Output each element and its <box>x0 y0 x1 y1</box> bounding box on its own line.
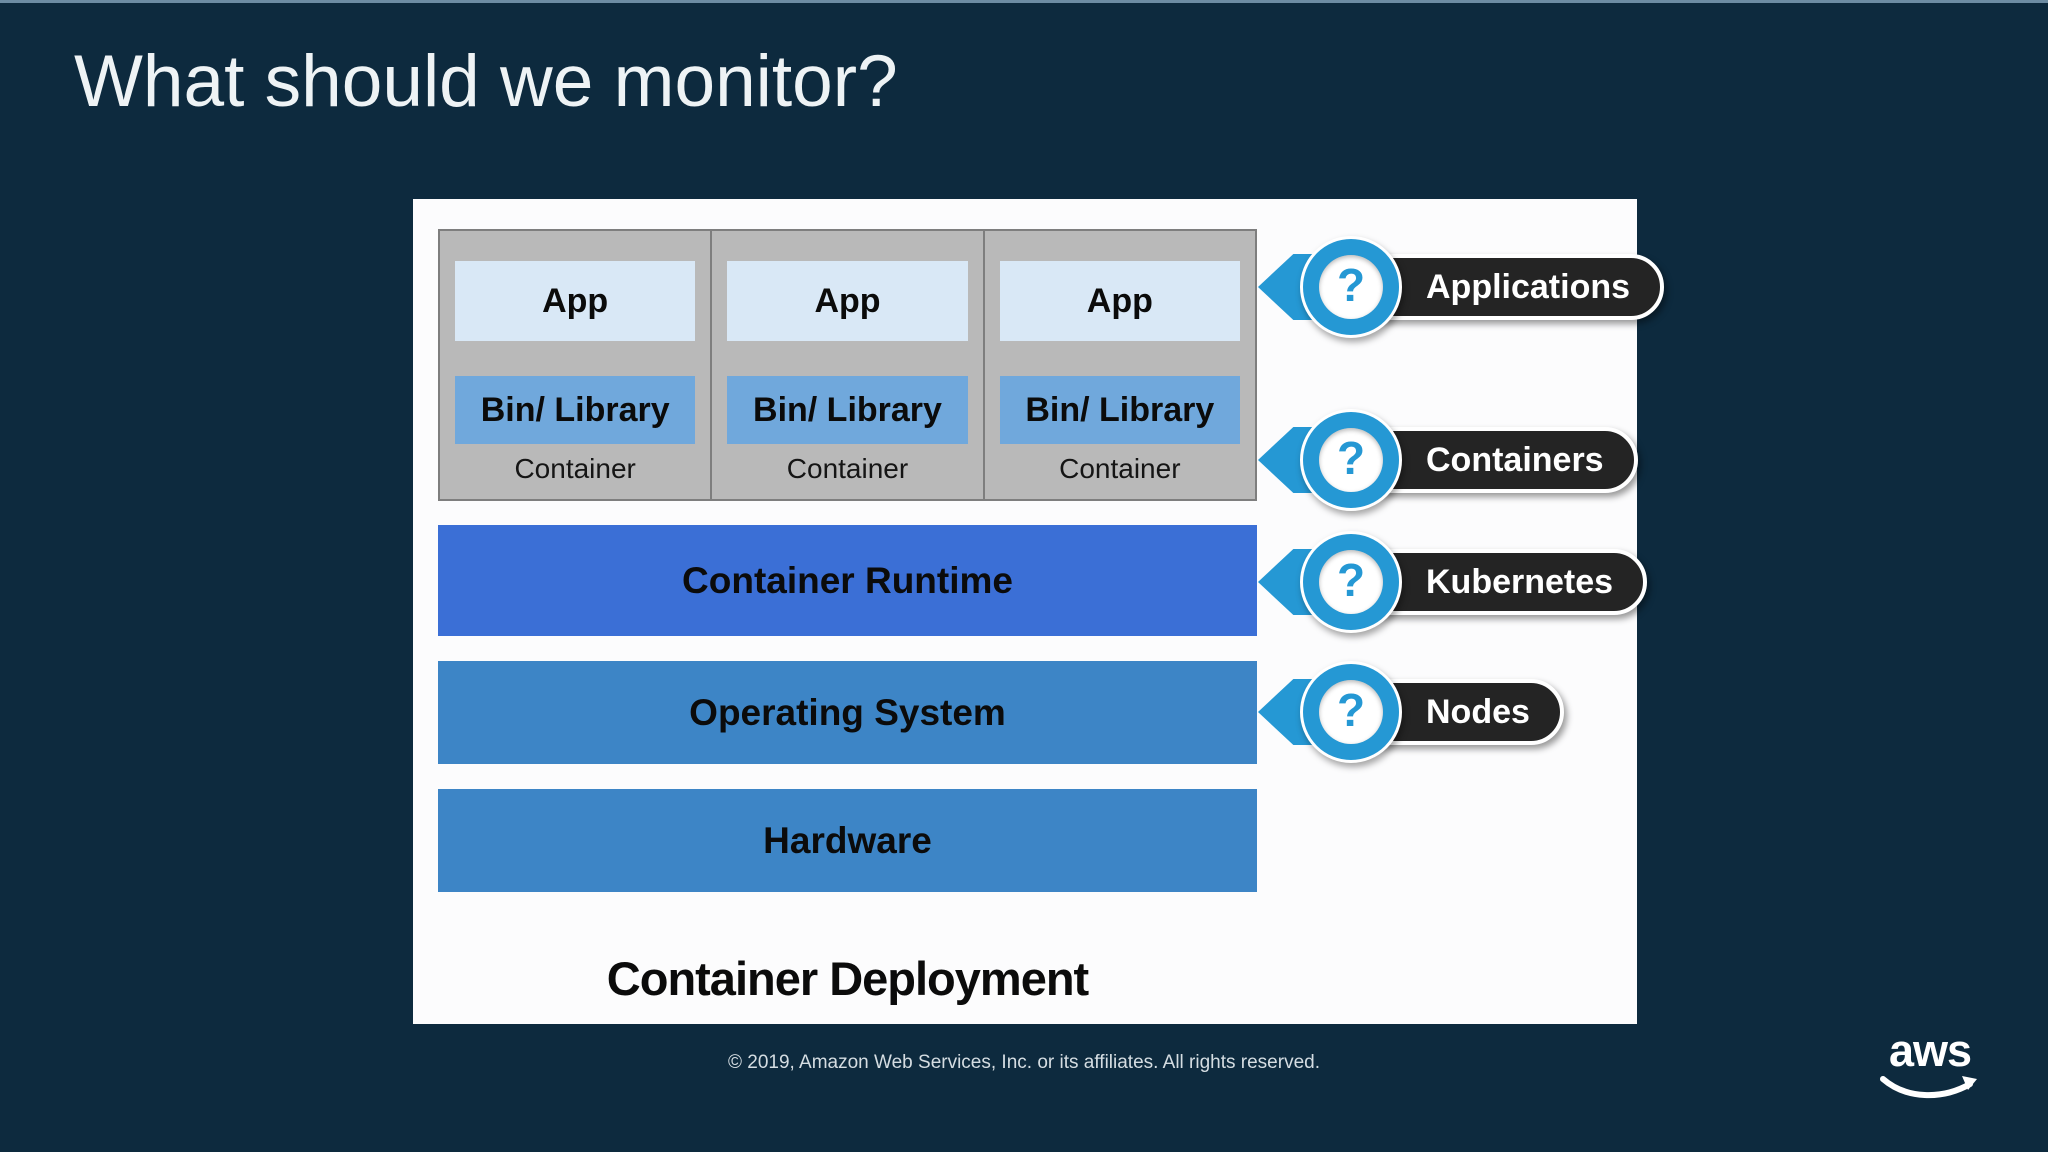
question-mark-icon: ? <box>1300 531 1402 633</box>
app-box: App <box>727 261 968 341</box>
question-mark-glyph: ? <box>1336 684 1366 736</box>
diagram-caption: Container Deployment <box>606 952 1089 1005</box>
question-mark-inner: ? <box>1319 428 1383 492</box>
aws-logo-text: aws <box>1888 1025 1972 1076</box>
container-column-1: App Bin/ Library Container <box>440 231 713 499</box>
question-mark-icon: ? <box>1300 409 1402 511</box>
callout-nodes: ? Nodes <box>1258 660 1564 764</box>
container-column-2: App Bin/ Library Container <box>712 231 985 499</box>
callout-pill: Applications <box>1348 254 1665 320</box>
copyright-text: © 2019, Amazon Web Services, Inc. or its… <box>727 1052 1320 1073</box>
callout-kubernetes: ? Kubernetes <box>1258 530 1648 634</box>
aws-smile-icon <box>1880 1076 1977 1098</box>
callout-containers: ? Containers <box>1258 408 1638 512</box>
question-mark-glyph: ? <box>1336 432 1366 484</box>
callout-label: Kubernetes <box>1426 562 1614 601</box>
container-caption: Container <box>1059 453 1181 484</box>
bin-library-box: Bin/ Library <box>999 376 1240 444</box>
bin-library-box: Bin/ Library <box>727 376 968 444</box>
slide-title: What should we monitor? <box>74 41 898 122</box>
question-mark-inner: ? <box>1319 550 1383 614</box>
question-mark-icon: ? <box>1300 661 1402 763</box>
question-mark-inner: ? <box>1319 255 1383 319</box>
callout-label: Nodes <box>1426 692 1530 731</box>
aws-logo: aws <box>1880 1028 1980 1103</box>
question-mark-inner: ? <box>1319 680 1383 744</box>
slide-top-edge <box>0 0 2048 3</box>
containers-group: App Bin/ Library Container App Bin/ Libr… <box>438 229 1257 501</box>
container-column-3: App Bin/ Library Container <box>985 231 1255 499</box>
callout-label: Applications <box>1426 267 1631 306</box>
app-box: App <box>999 261 1240 341</box>
question-mark-glyph: ? <box>1336 259 1366 311</box>
layer-container-runtime: Container Runtime <box>438 525 1257 636</box>
container-caption: Container <box>786 453 909 484</box>
bin-library-box: Bin/ Library <box>455 376 696 444</box>
layer-hardware: Hardware <box>438 789 1257 892</box>
question-mark-icon: ? <box>1300 236 1402 338</box>
callout-applications: ? Applications <box>1258 235 1665 339</box>
app-box: App <box>455 261 696 341</box>
container-caption: Container <box>514 453 636 484</box>
question-mark-glyph: ? <box>1336 554 1366 606</box>
layer-operating-system: Operating System <box>438 661 1257 764</box>
callout-label: Containers <box>1426 440 1604 479</box>
